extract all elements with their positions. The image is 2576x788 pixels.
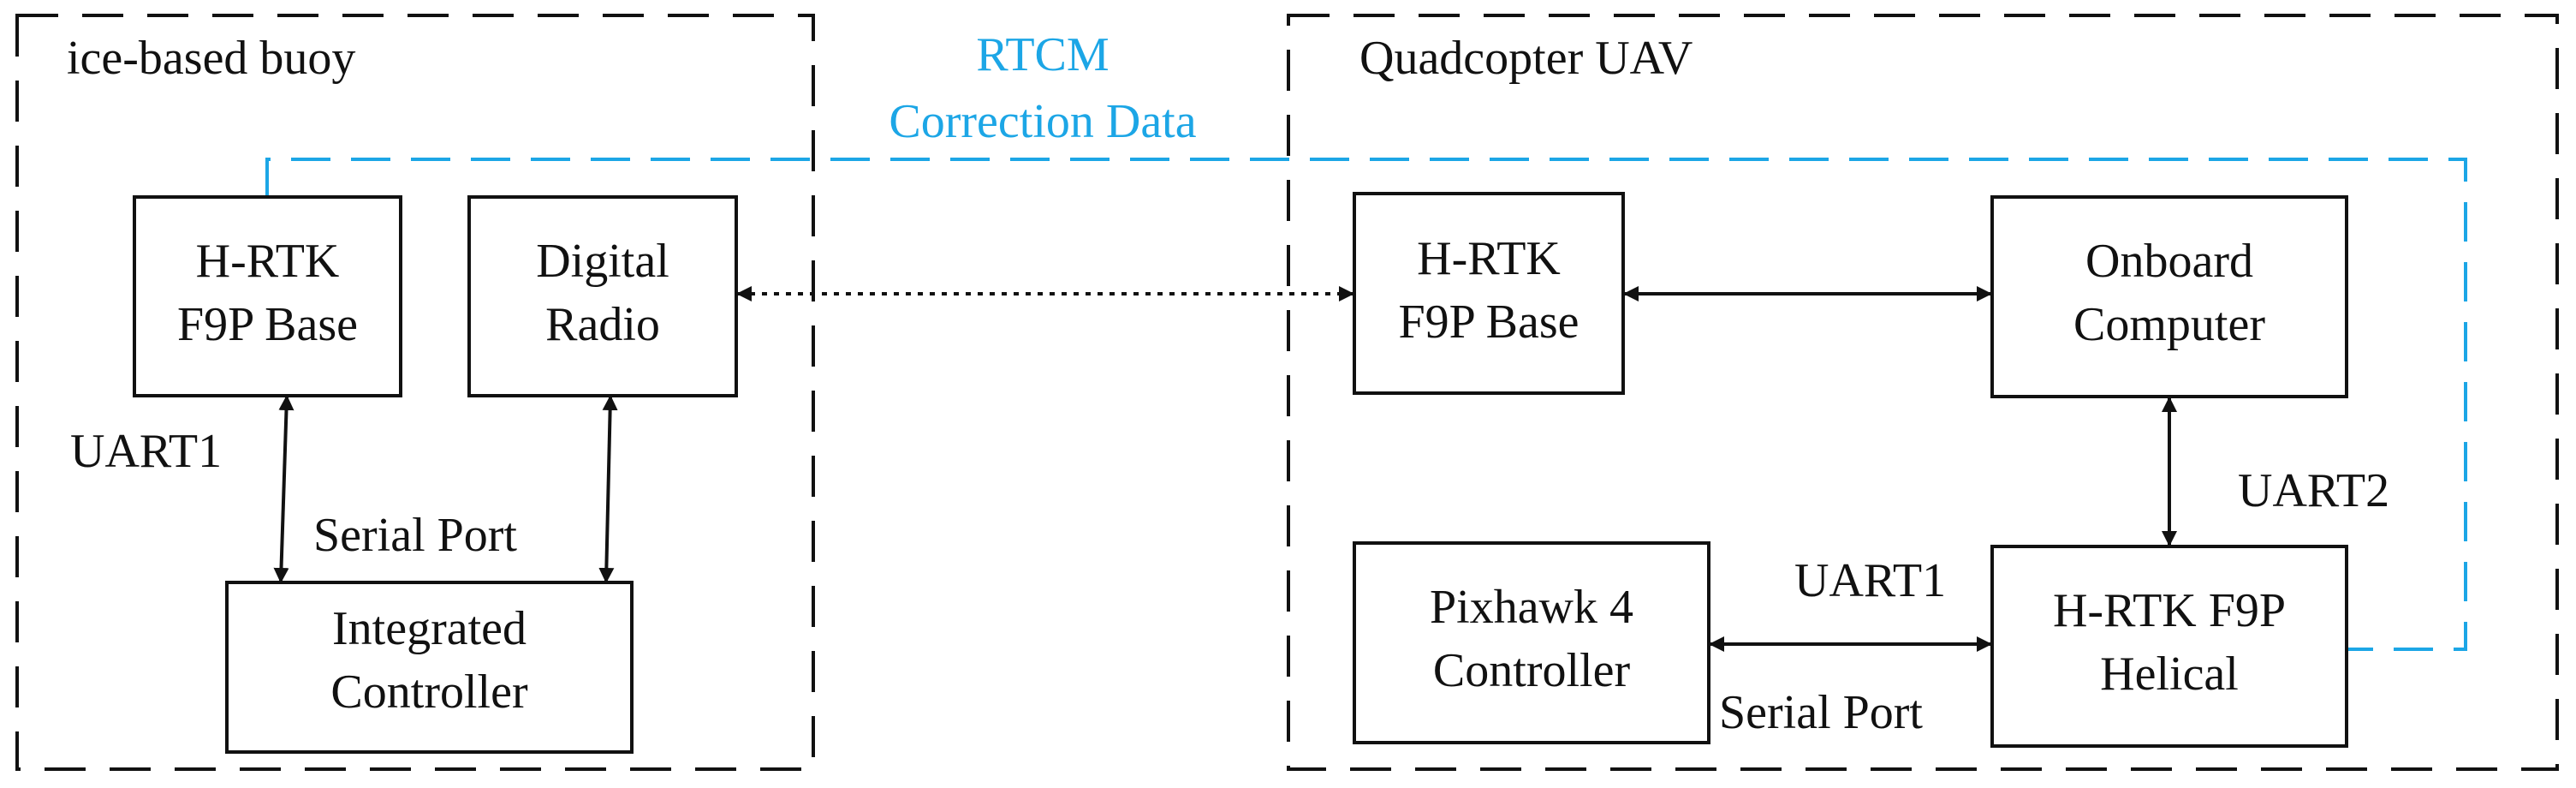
buoy-serial-port-arrow — [598, 395, 618, 583]
buoy-serial-port-label: Serial Port — [313, 509, 517, 562]
pixhawk-controller-block — [1353, 541, 1710, 744]
uav-uart1-label: UART1 — [1794, 554, 1946, 607]
hrtk-f9p-helical-line1: H-RTK F9P — [2053, 584, 2286, 637]
integrated-controller-block — [225, 581, 634, 754]
buoy-hrtk-f9p-base-block — [133, 195, 402, 397]
rtcm-correction-path — [265, 158, 2467, 651]
rtcm-label-line2: Correction Data — [889, 95, 1196, 148]
hrtk-f9p-helical-line2: Helical — [2100, 648, 2239, 701]
digital-radio-line2: Radio — [545, 298, 660, 351]
digital-radio-block — [467, 195, 738, 397]
buoy-uart1-arrow — [273, 395, 294, 583]
rtcm-label-line1: RTCM — [976, 28, 1109, 81]
hrtk-f9p-helical-block — [1990, 545, 2348, 748]
buoy-hrtk-f9p-base-line1: H-RTK — [196, 235, 340, 288]
uav-uart2-label: UART2 — [2238, 464, 2389, 517]
uav-hrtk-f9p-base-line1: H-RTK — [1417, 232, 1561, 285]
onboard-computer-block — [1990, 195, 2348, 398]
uav-group-frame — [1287, 14, 2559, 771]
uav-hrtk-f9p-base-block — [1353, 192, 1625, 395]
buoy-uart1-label: UART1 — [70, 425, 222, 478]
buoy-hrtk-f9p-base-line2: F9P Base — [177, 298, 358, 351]
onboard-computer-line2: Computer — [2073, 298, 2265, 351]
uav-hrtk-f9p-base-line2: F9P Base — [1398, 296, 1579, 349]
digital-radio-line1: Digital — [536, 235, 669, 288]
integrated-controller-line1: Integrated — [332, 602, 527, 655]
uav-group-title: Quadcopter UAV — [1359, 32, 1693, 85]
integrated-controller-line2: Controller — [330, 666, 528, 719]
pixhawk-controller-line1: Pixhawk 4 — [1430, 581, 1633, 634]
uav-serial-port-label: Serial Port — [1719, 686, 1923, 739]
buoy-group-frame — [15, 14, 815, 771]
pixhawk-controller-line2: Controller — [1433, 644, 1631, 697]
onboard-computer-line1: Onboard — [2085, 235, 2253, 288]
buoy-group-title: ice-based buoy — [67, 32, 355, 85]
